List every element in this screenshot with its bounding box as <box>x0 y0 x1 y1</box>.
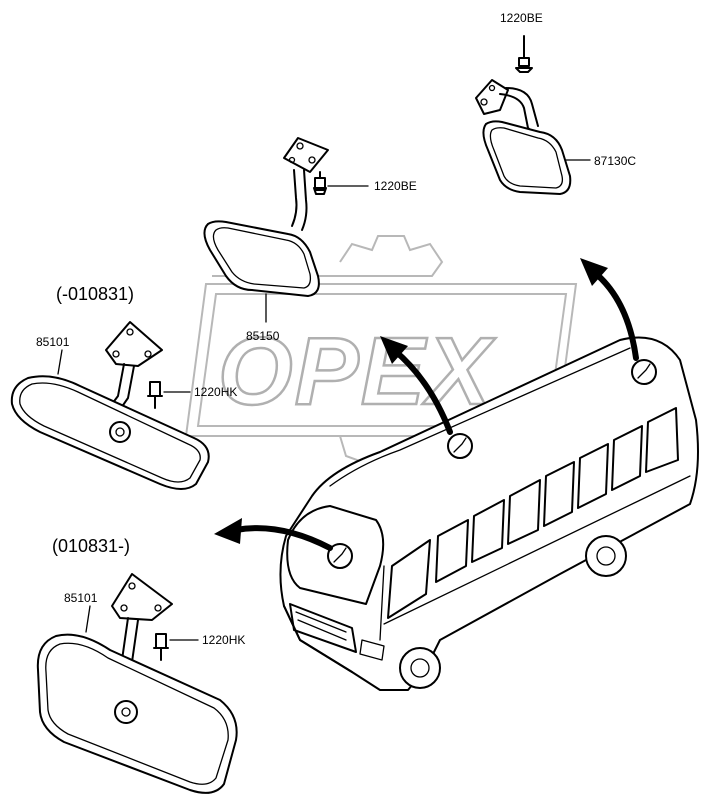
label-bolt-after: 1220HK <box>202 633 245 647</box>
label-mirror-middle: 85150 <box>246 329 280 343</box>
watermark: OPEX <box>184 235 578 477</box>
label-bolt-top: 1220BE <box>500 11 543 25</box>
watermark-text: OPEX <box>218 318 496 425</box>
arrow-to-top-mirror-icon <box>580 258 639 361</box>
label-bolt-before: 1220HK <box>194 385 237 399</box>
bus-illustration <box>279 336 699 691</box>
arrow-to-front-mirror-icon <box>214 518 333 551</box>
bolt-1220be-middle <box>313 171 369 195</box>
location-marker-roof-middle <box>447 433 473 459</box>
location-marker-front <box>327 543 353 569</box>
group-label-after: (010831-) <box>52 536 130 556</box>
bolt-1220hk-after <box>153 633 169 661</box>
bolt-1220be-top <box>515 35 533 73</box>
label-mirror-after: 85101 <box>64 591 98 605</box>
mirror-85101-before <box>10 321 210 490</box>
bolt-1220hk-before <box>147 381 163 409</box>
mirror-85101-after <box>36 573 238 794</box>
mirror-85150 <box>203 137 329 297</box>
label-mirror-before: 85101 <box>36 335 70 349</box>
label-mirror-top-right: 87130C <box>594 154 636 168</box>
arrow-to-middle-mirror-icon <box>380 336 453 435</box>
mirror-87130c <box>475 79 572 195</box>
group-label-before: (-010831) <box>56 284 134 304</box>
location-marker-roof-rear <box>631 359 657 385</box>
label-bolt-middle: 1220BE <box>374 179 417 193</box>
